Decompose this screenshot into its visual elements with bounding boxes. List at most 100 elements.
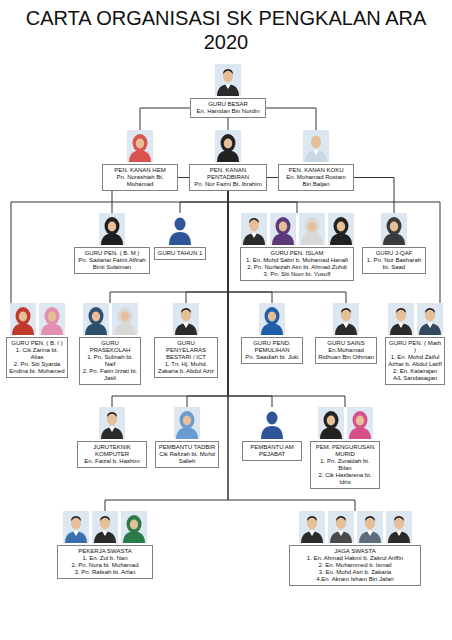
person-face — [181, 309, 191, 322]
photo-row — [10, 303, 65, 335]
person-collar — [225, 84, 231, 89]
staff-name: En. Mohamad Rostam Bin Baljan — [281, 174, 351, 188]
photo-ground — [121, 511, 147, 543]
connector — [11, 191, 228, 303]
person-face — [224, 139, 232, 149]
staff-name: 2. Pn. Nora bt. Muhamad — [60, 562, 150, 569]
person-hair — [100, 516, 110, 521]
person-headscarf — [180, 411, 195, 429]
person-collar — [309, 531, 315, 536]
staff-node: GURU TAHUN 1 — [154, 213, 206, 260]
person-body — [301, 531, 323, 543]
person-body — [94, 531, 116, 543]
person-face — [71, 517, 81, 530]
role-title: GURU TAHUN 1 — [157, 250, 203, 257]
staff-node: GURU PEN. ISLAM1. En. Mohd Sabri b. Moha… — [240, 213, 354, 281]
role-title: PEN. KANAN PENTADBIRAN — [192, 167, 264, 181]
person-hair — [425, 308, 435, 313]
staff-name: 1. Pn. Sulinah bt. Naif — [82, 354, 138, 368]
role-title: GURU PENYELARAS BESTARI / ICT — [157, 340, 215, 361]
role-title: PEM. PENGURUSAN MURID — [313, 444, 377, 458]
person-face — [183, 416, 191, 426]
staff-name: 4.En. Akram Isham Bin Jafari — [292, 576, 418, 583]
portrait-photo — [99, 407, 125, 439]
person-collar — [313, 150, 319, 155]
person-face — [425, 309, 435, 322]
staff-name: 1. Cik Zarina bt. Alias — [9, 347, 65, 361]
staff-node: JURUTEKNIK KOMPUTEREn. Faizal b. Hashim — [77, 407, 147, 468]
name-box: PEMBANTU AM PEJABAT — [242, 441, 302, 461]
portrait-photo — [386, 511, 412, 543]
photo-ground — [386, 511, 412, 543]
portrait-photo — [328, 213, 354, 245]
staff-name: En.Mohamad Ridhuan Bin Othman — [318, 347, 374, 361]
name-box: PEMBANTU TADBIRCik Rafizah bt. Mohd Sall… — [155, 441, 219, 468]
person-face — [336, 517, 346, 530]
staff-name: 1. Pn. Nur Basharah bt. Saad — [365, 257, 423, 271]
name-box: PEN. KANAN HEMPn. Norashiah Bt. Mohamad — [102, 164, 178, 191]
role-title: PEN. KANAN KOKU — [281, 167, 351, 174]
photo-ground — [259, 303, 285, 335]
person-face — [336, 222, 344, 232]
person-hair — [307, 516, 317, 521]
photo-row — [99, 407, 125, 439]
person-collar — [338, 531, 344, 536]
role-title: GURU PEN. ( B. I ) — [9, 340, 65, 347]
photo-row — [241, 213, 354, 245]
photo-ground — [270, 213, 296, 245]
staff-node: GURU PEND. PEMULIHANPn. Saadiah bt. Juki — [241, 303, 303, 364]
staff-name: 2. Pn. Siti Syarda Endina bt. Mohamed — [9, 361, 65, 375]
person-headscarf — [44, 307, 59, 325]
role-title: PEN. KANAN HEM — [105, 167, 175, 174]
name-box: GURU SAINSEn.Mohamad Ridhuan Bin Othman — [315, 337, 377, 364]
photo-ground — [92, 511, 118, 543]
name-box: GURU PRASEKOLAH1. Pn. Sulinah bt. Naif2.… — [79, 337, 141, 385]
photo-ground — [215, 64, 241, 96]
name-box: PEN. KANAN KOKUEn. Mohamad Rostam Bin Ba… — [278, 164, 354, 191]
staff-name: 3. Pn. Siti Noor bt. Yusoff — [243, 271, 351, 278]
person-headscarf — [275, 217, 290, 235]
person-face — [390, 222, 398, 232]
photo-ground — [241, 213, 267, 245]
person-hair — [107, 412, 117, 417]
staff-node: GURU PEN. ( B. I )1. Cik Zarina bt. Alia… — [6, 303, 68, 378]
silhouette-head — [175, 218, 186, 231]
portrait-photo — [299, 511, 325, 543]
staff-name: 3. Pn. Rafeah bt. Arfan — [60, 569, 150, 576]
portrait-photo — [299, 213, 325, 245]
name-box: JURUTEKNIK KOMPUTEREn. Faizal b. Hashim — [77, 441, 147, 468]
staff-name: Cik Rafizah bt. Mohd Salleh — [158, 451, 216, 465]
photo-ground — [381, 213, 407, 245]
photo-ground — [259, 407, 285, 439]
portrait-photo — [333, 303, 359, 335]
photo-row — [215, 64, 241, 96]
person-body — [217, 84, 239, 96]
photo-row — [259, 407, 285, 439]
photo-row — [303, 130, 329, 162]
person-face — [307, 517, 317, 530]
portrait-photo — [92, 511, 118, 543]
photo-ground — [83, 303, 109, 335]
person-collar — [251, 233, 257, 238]
staff-node: GURU BESAREn. Hamdan Bin Nordin — [190, 64, 266, 118]
staff-node: PEN. KANAN KOKUEn. Mohamad Rostam Bin Ba… — [278, 130, 354, 191]
photo-ground — [357, 511, 383, 543]
silhouette-body — [169, 232, 191, 245]
person-body — [65, 531, 87, 543]
staff-name: En. Faizal b. Hashim — [80, 458, 144, 465]
staff-node: GURU J-QAF1. Pn. Nur Basharah bt. Saad — [362, 213, 426, 274]
portrait-photo — [357, 511, 383, 543]
portrait-photo — [173, 303, 199, 335]
staff-name: Pn. Norashiah Bt. Mohamad — [105, 174, 175, 188]
portrait-photo — [121, 511, 147, 543]
person-body — [175, 323, 197, 335]
staff-name: 1. En. Mohd Zaiful Azhar b. Abdul Latiff — [388, 354, 442, 368]
person-face — [278, 222, 286, 232]
photo-ground — [99, 213, 125, 245]
person-headscarf — [117, 307, 132, 325]
person-face — [249, 219, 259, 232]
name-box: GURU PEN. ( B. M )Pn. Sadariai Fatini Al… — [74, 247, 150, 274]
portrait-photo — [63, 511, 89, 543]
staff-name: 2. En. Mohammed b. Ismail — [292, 562, 418, 569]
